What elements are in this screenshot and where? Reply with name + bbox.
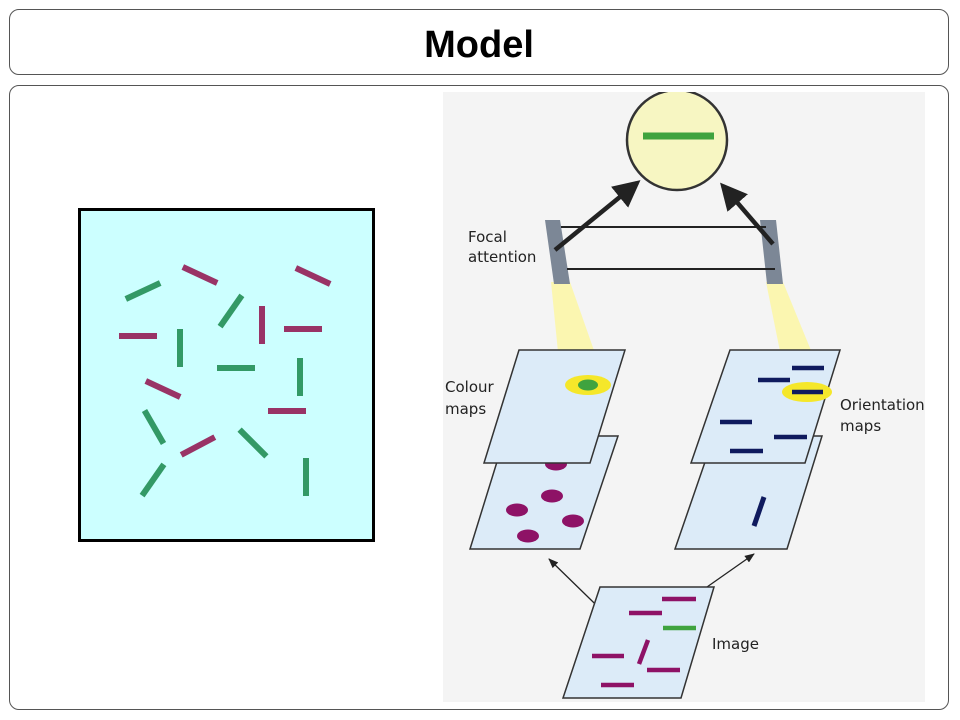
- arrow-right-up: [720, 182, 775, 246]
- focal-label-line2: attention: [468, 248, 536, 266]
- model-diagram: Focal attention Colour maps Orientation …: [445, 92, 925, 699]
- magenta-dot: [541, 489, 563, 503]
- visual-search-stimulus: [78, 208, 375, 542]
- green-bar: [217, 293, 245, 329]
- image-label: Image: [712, 635, 759, 653]
- navy-oriented-bar: [751, 496, 767, 527]
- colour-label-line1: Colour: [445, 378, 495, 396]
- orientation-label-line2: maps: [840, 417, 881, 435]
- arrow-left-up: [553, 180, 641, 252]
- green-bar: [139, 462, 167, 498]
- purple-bar: [179, 434, 217, 458]
- purple-bar: [294, 265, 332, 287]
- slide-title: Model: [424, 24, 534, 66]
- green-bar: [237, 427, 269, 459]
- title-bar: Model: [9, 9, 949, 75]
- left-projector: [545, 220, 570, 284]
- green-bar: [141, 409, 167, 445]
- stimulus-bars: [119, 264, 332, 498]
- feature-integration-model: Focal attention Colour maps Orientation …: [443, 92, 925, 702]
- purple-bar: [181, 264, 219, 286]
- image-plane: [561, 586, 716, 699]
- purple-bar: [144, 378, 182, 400]
- image-purple-bar: [636, 639, 651, 665]
- attended-green-dot: [578, 379, 598, 391]
- output-circle: [625, 92, 729, 192]
- orientation-label-line1: Orientation: [840, 396, 925, 414]
- focal-label-line1: Focal: [468, 228, 507, 246]
- magenta-dot: [506, 503, 528, 517]
- magenta-dot: [562, 514, 584, 528]
- colour-label-line2: maps: [445, 400, 486, 418]
- green-bar: [124, 280, 162, 302]
- magenta-dot: [517, 529, 539, 543]
